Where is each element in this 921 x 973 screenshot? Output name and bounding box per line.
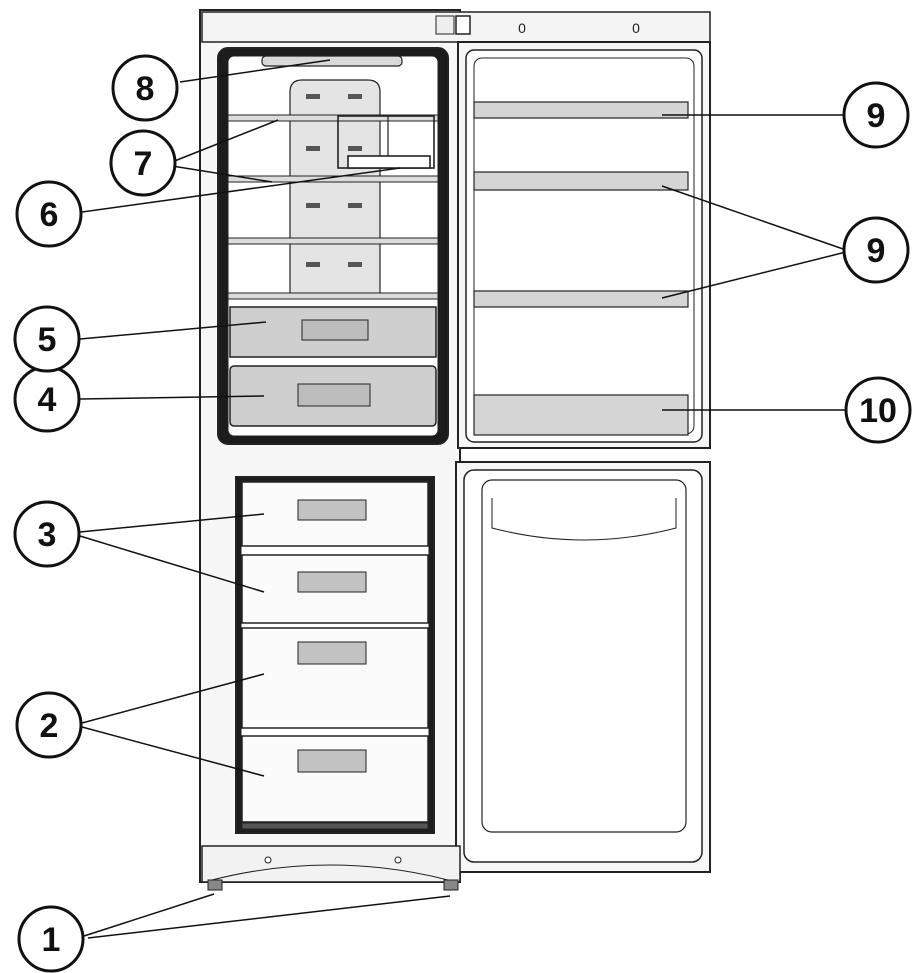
plinth-curve (211, 864, 449, 881)
rear-panel-vents (306, 94, 362, 267)
freezer-drawer-3-handle[interactable] (297, 641, 367, 665)
freezer-door-recess (491, 498, 677, 541)
crisper-upper-handle[interactable] (301, 319, 369, 341)
freezer-drawer-4-handle[interactable] (297, 749, 367, 773)
plinth (201, 845, 461, 883)
callout-9-lower: 9 (842, 216, 910, 284)
freezer-drawer-2-handle[interactable] (297, 571, 367, 593)
shelf-holder-tray (347, 155, 431, 169)
callout-1-label: 1 (42, 921, 61, 959)
door-bottle-bin (473, 394, 689, 436)
freezer-compartment (235, 476, 435, 834)
glass-shelf-1 (227, 114, 439, 122)
lamp-cover (261, 55, 403, 67)
callout-3-label: 3 (38, 516, 57, 554)
callout-8-label: 8 (136, 70, 155, 108)
freezer-door (455, 461, 711, 873)
fridge-door (457, 41, 711, 449)
plinth-screw-left (264, 856, 272, 864)
callout-5: 5 (13, 305, 81, 373)
callout-8: 8 (111, 54, 179, 122)
callout-9-upper: 9 (842, 81, 910, 149)
thermostat-knob-left[interactable]: 0 (518, 20, 526, 36)
callout-10-label: 10 (859, 392, 897, 430)
glass-shelf-2 (227, 175, 439, 183)
callout-1: 1 (17, 905, 85, 973)
callout-2-label: 2 (40, 707, 59, 745)
leveling-foot-right (443, 879, 459, 891)
callout-9-upper-label: 9 (867, 97, 886, 135)
door-shelf-1 (473, 101, 689, 119)
glass-shelf-4 (227, 292, 439, 300)
callout-6: 6 (15, 180, 83, 248)
freezer-drawer-4[interactable] (241, 735, 429, 823)
freezer-drawer-1-handle[interactable] (297, 499, 367, 521)
freezer-door-liner-inner (481, 479, 687, 833)
leveling-foot-left (207, 879, 223, 891)
callout-6-label: 6 (40, 196, 59, 234)
fridge-compartment (217, 47, 449, 445)
freezer-floor-grille (241, 822, 429, 830)
door-shelf-3 (473, 290, 689, 308)
cabinet-base (201, 845, 461, 891)
callout-4-label: 4 (38, 381, 57, 419)
callout-4: 4 (13, 365, 81, 433)
callout-9-lower-label: 9 (867, 232, 886, 270)
plinth-screw-right (394, 856, 402, 864)
lamp-switch[interactable] (455, 15, 471, 35)
glass-shelf-3 (227, 237, 439, 245)
control-box (435, 15, 455, 35)
callout-3: 3 (13, 500, 81, 568)
callout-5-label: 5 (38, 321, 57, 359)
callout-10: 10 (844, 376, 912, 444)
door-shelf-2 (473, 171, 689, 191)
crisper-lower-handle[interactable] (297, 383, 371, 407)
rear-panel (289, 79, 381, 297)
thermostat-knob-right[interactable]: 0 (632, 20, 640, 36)
callout-7-label: 7 (134, 145, 153, 183)
callout-2: 2 (15, 691, 83, 759)
callout-7: 7 (109, 129, 177, 197)
leader-lines (79, 59, 847, 939)
